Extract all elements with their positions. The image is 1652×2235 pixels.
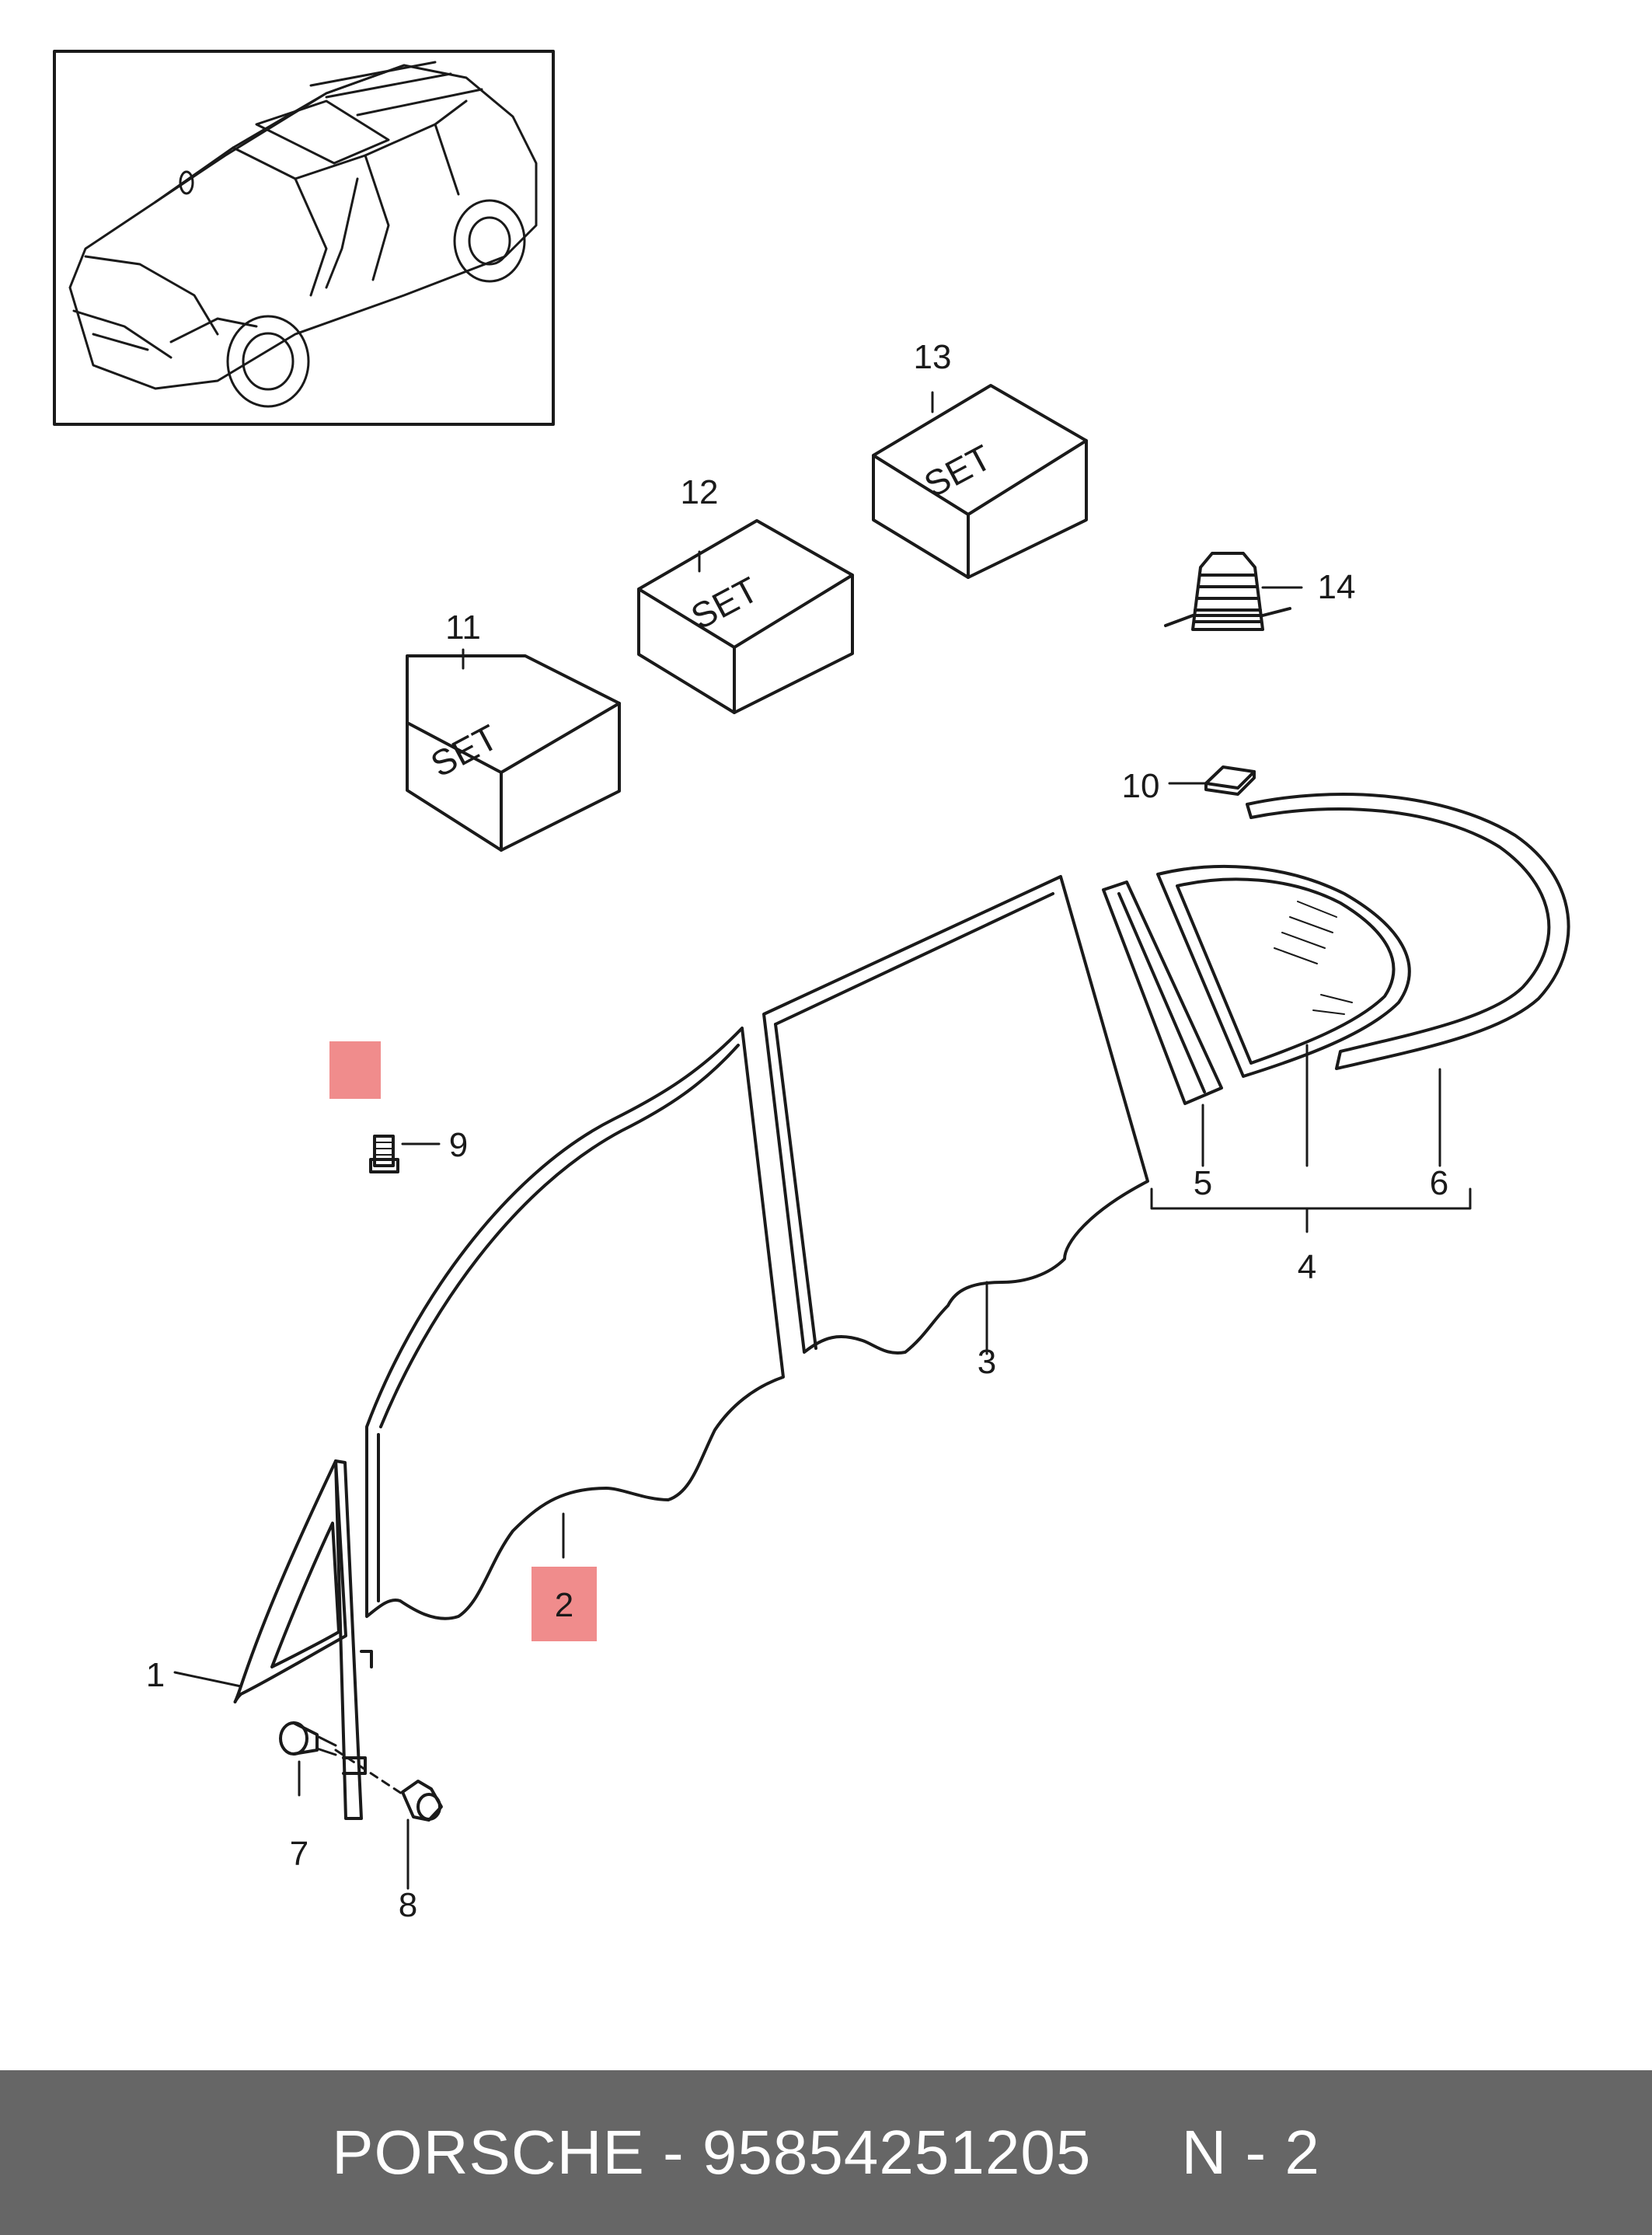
set-box-12	[637, 519, 854, 714]
set-label-11: SET	[424, 717, 504, 785]
set-label-12: SET	[685, 569, 765, 637]
callout-6: 6	[1430, 1164, 1448, 1202]
bolt-9	[369, 1135, 399, 1173]
part-reference: PORSCHE - 95854251205 N - 2	[332, 2117, 1320, 2188]
callout-12: 12	[681, 473, 719, 511]
parts-diagram: SET SET SET 1 2 3 4 5 6 7 8 9 10 11 12 1…	[53, 50, 1570, 1924]
front-door-glass-2	[365, 1027, 785, 1620]
highlight-callout-2	[531, 1567, 597, 1641]
callout-14: 14	[1318, 568, 1356, 606]
callout-11: 11	[445, 608, 481, 647]
vent-glass-1	[233, 1459, 373, 1820]
vehicle-overview-inset	[53, 50, 555, 426]
callout-10: 10	[1122, 767, 1160, 805]
nut-8	[401, 1780, 443, 1822]
set-box-11	[406, 654, 621, 852]
part-number: 95854251205	[702, 2118, 1092, 2187]
highlight-marker	[329, 1041, 381, 1099]
callout-2: 2	[555, 1586, 573, 1624]
callout-1: 1	[146, 1656, 165, 1694]
quarter-glass-4	[1156, 864, 1411, 1078]
assembly-axis-line	[334, 1749, 406, 1797]
callout-7: 7	[290, 1835, 308, 1873]
trim-strip-5	[1102, 880, 1223, 1105]
brand-name: PORSCHE	[332, 2118, 645, 2187]
part-footer-bar: PORSCHE - 95854251205 N - 2	[0, 2070, 1652, 2235]
callout-5: 5	[1194, 1164, 1212, 1202]
seal-strip-6	[1246, 793, 1570, 1070]
bolt-7	[279, 1721, 337, 1756]
set-box-13	[872, 384, 1088, 579]
callout-13: 13	[914, 338, 952, 376]
separator: -	[663, 2118, 685, 2187]
callout-8: 8	[399, 1886, 417, 1924]
pad-10	[1204, 765, 1256, 796]
callout-3: 3	[978, 1343, 996, 1381]
callout-9: 9	[449, 1126, 468, 1164]
set-label-13: SET	[918, 437, 998, 505]
suv-illustration	[68, 61, 538, 408]
diagram-position: N - 2	[1181, 2118, 1320, 2187]
grommet-14	[1164, 552, 1291, 631]
rear-door-glass-3	[762, 875, 1149, 1355]
callout-4: 4	[1298, 1248, 1316, 1286]
leader-lines	[173, 391, 1472, 1890]
